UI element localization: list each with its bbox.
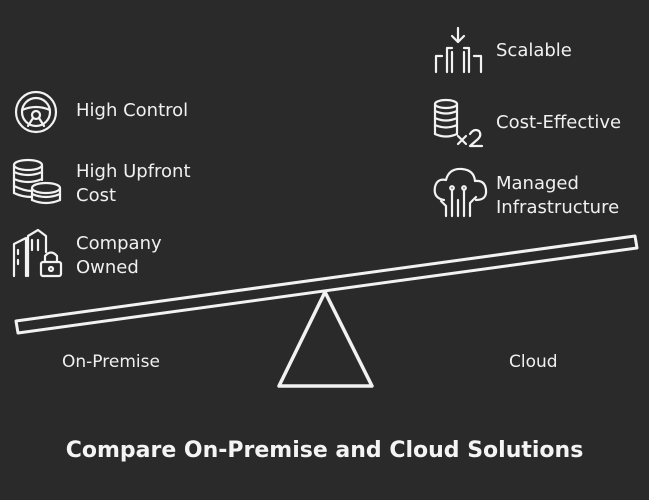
- locked-building-icon: [12, 228, 63, 278]
- cloud-label: Cloud: [509, 352, 558, 372]
- left-item-line1: Company: [76, 233, 162, 254]
- diagram-title: Compare On-Premise and Cloud Solutions: [65, 438, 584, 463]
- right-item-line1: Managed: [496, 173, 579, 194]
- coins-times-two-icon: [433, 98, 484, 148]
- right-item-label: Managed Infrastructure: [496, 172, 619, 220]
- left-item-label: Company Owned: [76, 232, 162, 280]
- seesaw-beam: [14, 234, 639, 335]
- left-item-label: High Upfront Cost: [76, 160, 191, 208]
- cloud-circuit-icon: [433, 167, 488, 218]
- scalable-building-icon: [434, 26, 483, 74]
- left-item-label: High Control: [76, 99, 188, 123]
- left-item-line2: Cost: [76, 185, 117, 206]
- seesaw-fulcrum: [277, 290, 374, 388]
- right-item-label: Scalable: [496, 39, 572, 63]
- left-item-line1: High Control: [76, 100, 189, 121]
- steering-wheel-icon: [14, 90, 58, 134]
- right-item-line1: Cost-Effective: [496, 112, 622, 133]
- coin-stack-icon: [12, 158, 62, 205]
- left-item-line1: High Upfront: [76, 161, 191, 182]
- right-item-label: Cost-Effective: [496, 111, 621, 135]
- right-item-line1: Scalable: [496, 40, 572, 61]
- right-item-line2: Infrastructure: [496, 197, 620, 218]
- left-item-line2: Owned: [76, 257, 139, 278]
- on-premise-label: On-Premise: [62, 352, 160, 372]
